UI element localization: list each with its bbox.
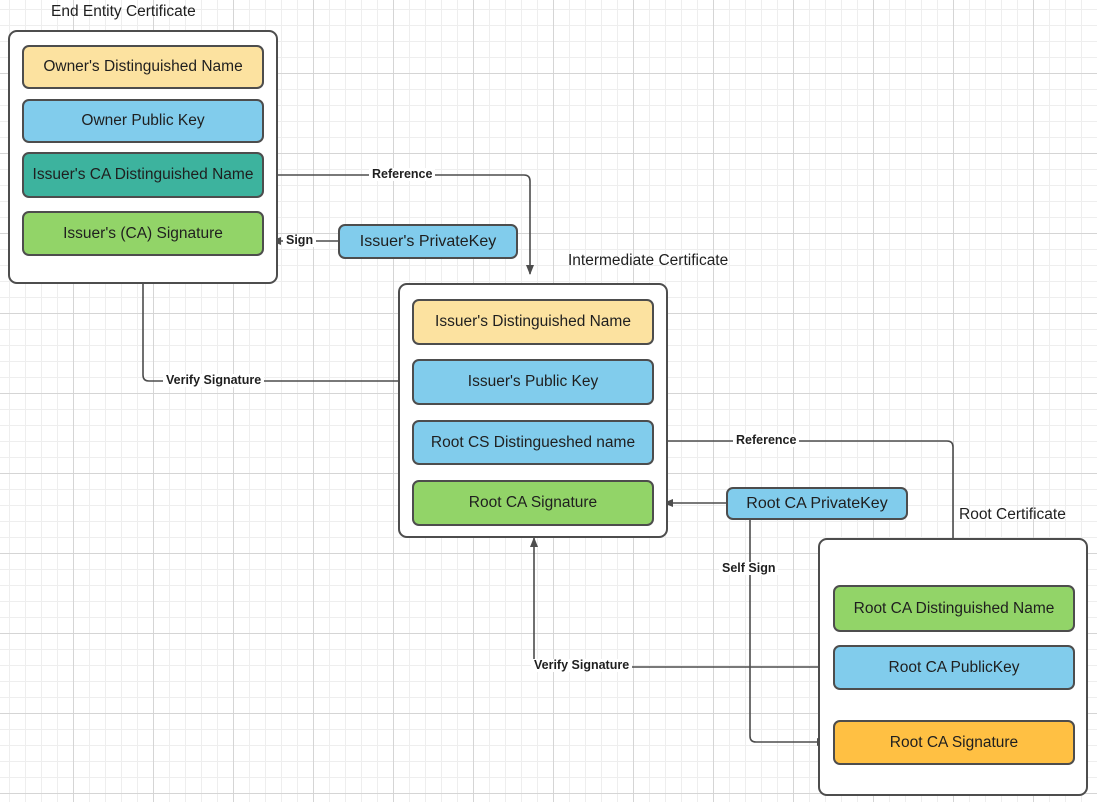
edge-label-verify-signature-2: Verify Signature: [531, 659, 633, 672]
cert-row-root-ca-signature-root[interactable]: Root CA Signature: [833, 720, 1075, 765]
edge-label-reference-2: Reference: [733, 434, 800, 447]
cert-row-owner-public-key[interactable]: Owner Public Key: [22, 99, 264, 143]
cert-row-label: Root CA Signature: [889, 733, 1019, 751]
cert-row-issuer-ca-dn[interactable]: Issuer's CA Distinguished Name: [22, 152, 264, 198]
cert-row-issuer-dn[interactable]: Issuer's Distinguished Name: [412, 299, 654, 345]
cert-row-label: Issuer's (CA) Signature: [63, 224, 223, 242]
cert-row-issuer-public-key[interactable]: Issuer's Public Key: [412, 359, 654, 405]
cert-row-label: Owner's Distinguished Name: [43, 58, 243, 76]
edge-verify-signature-1-path: [139, 267, 412, 382]
edge-label-reference-1: Reference: [369, 168, 436, 181]
cert-row-label: Root CA Distinguished Name: [853, 599, 1055, 617]
caption-end-entity-certificate: End Entity Certificate: [51, 3, 196, 20]
edge-label-sign-1: Sign: [283, 234, 317, 247]
key-box-label: Root CA PrivateKey: [746, 494, 888, 512]
edge-label-verify-signature-1: Verify Signature: [163, 374, 265, 387]
key-box-label: Issuer's PrivateKey: [359, 232, 497, 250]
key-box-issuer-private-key[interactable]: Issuer's PrivateKey: [338, 224, 518, 259]
cert-row-root-ca-signature-intermediate[interactable]: Root CA Signature: [412, 480, 654, 526]
caption-root-certificate: Root Certificate: [959, 506, 1066, 523]
cert-row-label: Root CA Signature: [468, 494, 598, 512]
edge-verify-signature-2-path: [530, 537, 833, 668]
cert-row-root-ca-dn[interactable]: Root CA Distinguished Name: [833, 585, 1075, 632]
key-box-root-ca-private-key[interactable]: Root CA PrivateKey: [726, 487, 908, 520]
cert-row-label: Issuer's CA Distinguished Name: [32, 166, 254, 184]
cert-row-issuer-ca-signature[interactable]: Issuer's (CA) Signature: [22, 211, 264, 256]
cert-row-label: Owner Public Key: [81, 112, 205, 130]
edge-self-sign-path: [749, 519, 827, 746]
cert-row-owner-dn[interactable]: Owner's Distinguished Name: [22, 45, 264, 89]
cert-row-label: Issuer's Public Key: [467, 373, 599, 391]
edge-label-self-sign: Self Sign: [719, 562, 779, 575]
cert-row-root-ca-public-key[interactable]: Root CA PublicKey: [833, 645, 1075, 690]
caption-intermediate-certificate: Intermediate Certificate: [568, 252, 729, 269]
cert-row-label: Root CS Distingueshed name: [430, 433, 636, 451]
cert-row-root-cs-dn[interactable]: Root CS Distingueshed name: [412, 420, 654, 465]
cert-row-label: Root CA PublicKey: [888, 658, 1020, 676]
cert-row-label: Issuer's Distinguished Name: [435, 313, 631, 331]
